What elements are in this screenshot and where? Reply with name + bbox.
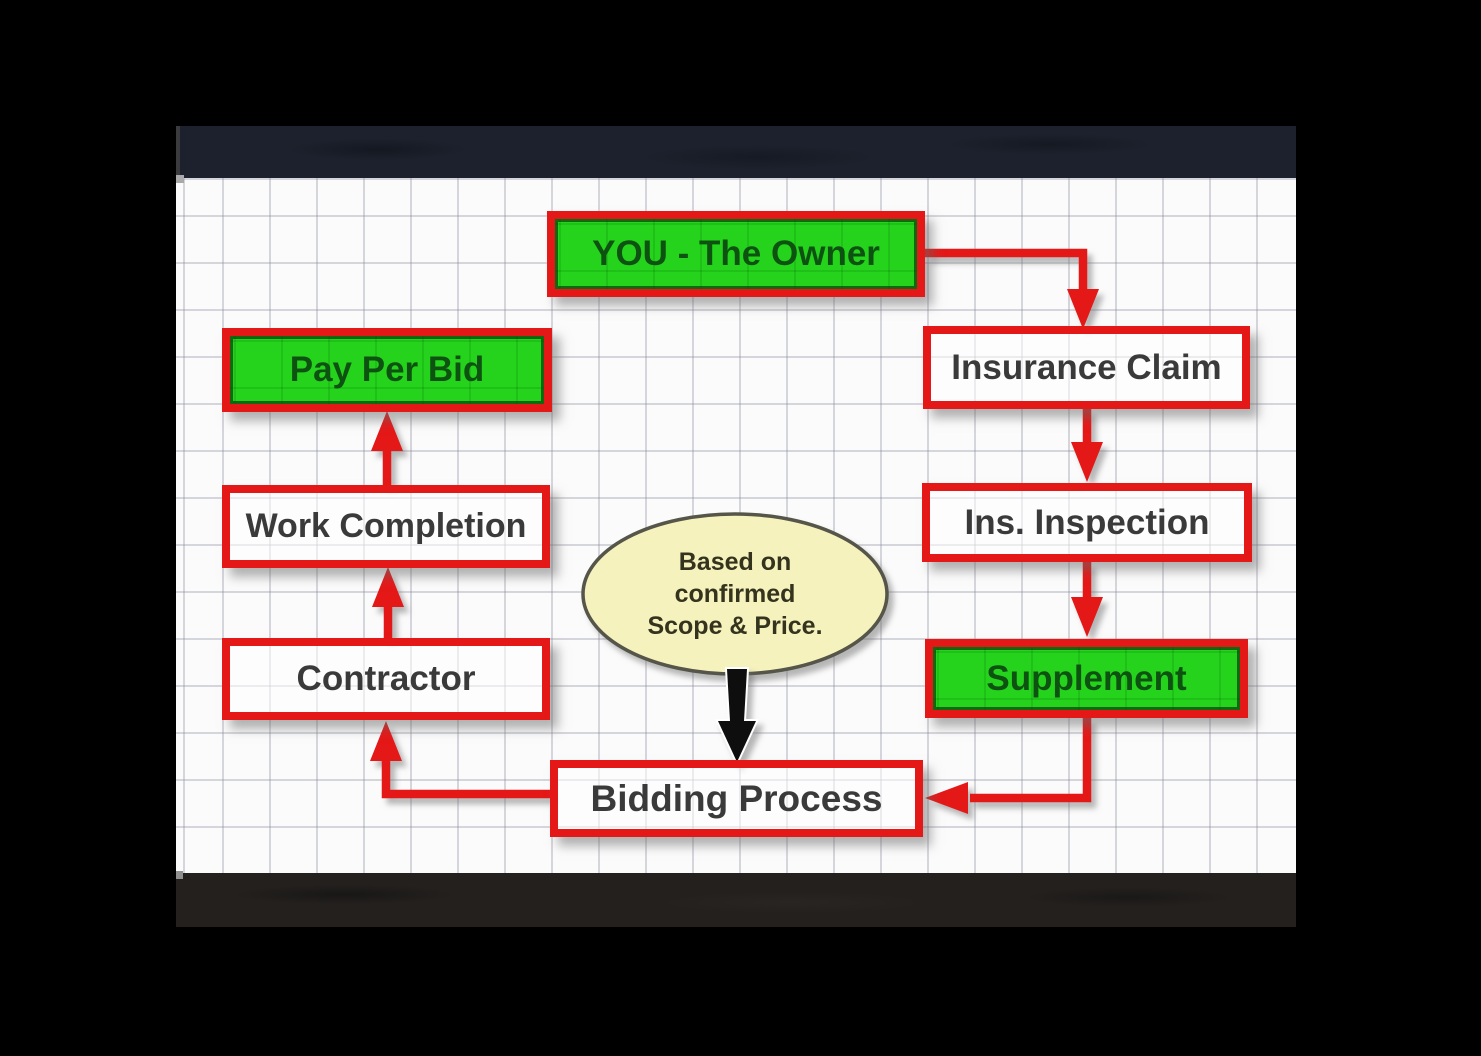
note-line-3: Scope & Price. [647,612,823,640]
arrow-supplement-to-bidding-process [925,718,1092,814]
node-ins-inspection-label: Ins. Inspection [964,502,1210,542]
note-line-1: Based on [678,548,792,576]
node-owner-label: YOU - The Owner [592,234,880,273]
node-contractor: Contractor [222,638,550,720]
note-line-2: confirmed [674,580,796,608]
flowchart-canvas: Based on confirmed Scope & Price. YOU - … [176,178,1296,873]
node-ins-inspection: Ins. Inspection [922,483,1252,562]
note-to-bidding-arrow-icon [714,667,760,767]
top-bar-left-edge [176,126,180,178]
video-frame: Based on confirmed Scope & Price. YOU - … [176,126,1296,927]
node-supplement: Supplement [925,639,1248,718]
left-edge-notch-bottom [176,871,183,879]
node-pay-per-bid-label: Pay Per Bid [289,350,485,389]
arrow-bidding-process-to-contractor [370,721,550,799]
note-text: Based on confirmed Scope & Price. [583,530,887,658]
arrow-insurance-claim-to-ins-inspection [1071,409,1103,482]
node-work-completion-label: Work Completion [245,507,527,545]
arrow-contractor-to-work-completion [372,567,404,638]
node-supplement-label: Supplement [986,658,1187,698]
node-bidding-process-label: Bidding Process [590,777,883,819]
node-pay-per-bid: Pay Per Bid [222,328,552,412]
node-contractor-label: Contractor [296,659,476,698]
flowchart-edges [370,248,1103,814]
node-insurance-claim-label: Insurance Claim [951,347,1222,387]
node-bidding-process: Bidding Process [550,760,923,837]
arrow-work-completion-to-pay-per-bid [371,411,403,485]
node-work-completion: Work Completion [222,485,550,568]
arrow-owner-to-insurance-claim [925,248,1099,329]
arrow-ins-inspection-to-supplement [1071,562,1103,637]
bottom-bar [176,873,1296,927]
node-insurance-claim: Insurance Claim [923,326,1250,409]
node-owner: YOU - The Owner [547,211,925,297]
top-title-bar [176,126,1296,178]
left-edge-notch-top [176,175,184,183]
